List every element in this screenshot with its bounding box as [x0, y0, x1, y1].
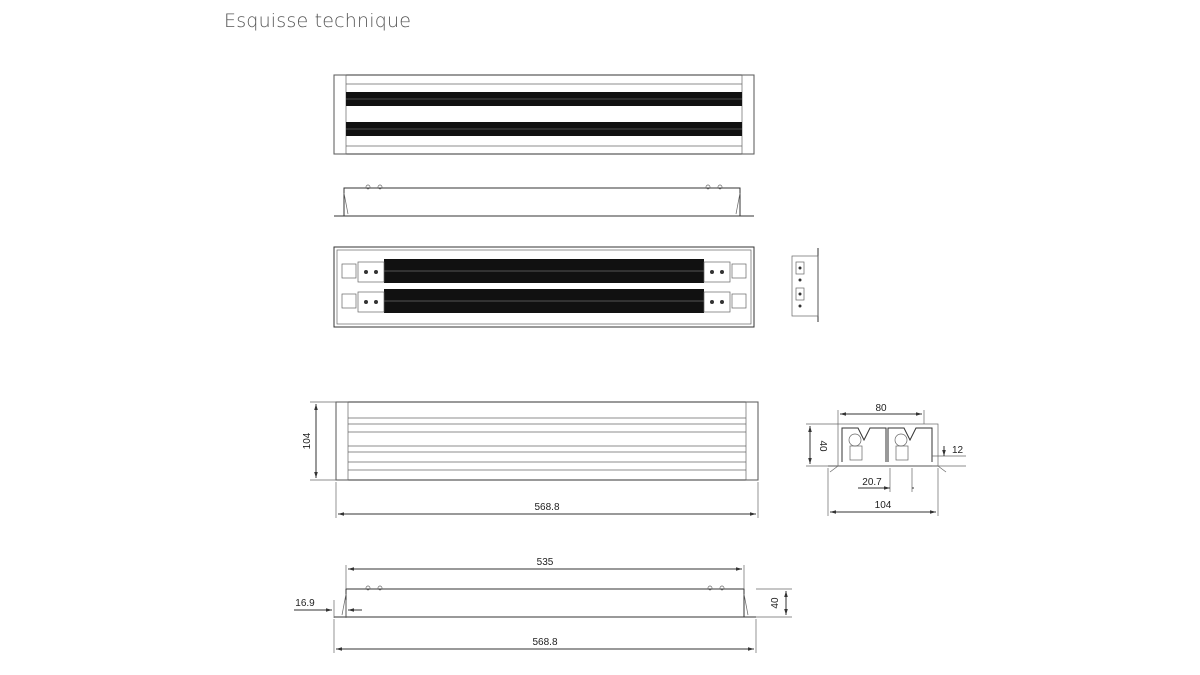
dimension-side-offset: 16.9: [294, 598, 362, 618]
dimension-side-length: 568.8: [333, 619, 757, 653]
dimension-label-80: 80: [875, 403, 887, 414]
dimension-label-568-side: 568.8: [532, 637, 557, 648]
dimension-label-104-section: 104: [875, 500, 892, 511]
dimension-section-height: 40: [806, 423, 838, 467]
bracket-left-lower: [357, 291, 385, 313]
dimension-side-height: 40: [756, 588, 792, 618]
dimension-section-flange: 12: [932, 445, 966, 467]
view-cross-section: [828, 423, 947, 473]
dimension-side-inner: 535: [345, 557, 745, 589]
dimension-label-20-7: 20.7: [862, 477, 882, 488]
dimension-section-slot: 20.7: [858, 468, 914, 492]
view-end: [791, 248, 819, 322]
view-side-profile: [334, 184, 754, 217]
dimension-front-length: 568.8: [335, 482, 759, 518]
view-underside: [333, 246, 755, 328]
dimension-section-total: 104: [827, 468, 939, 516]
view-side-dimensioned: [334, 585, 756, 618]
bracket-left-upper: [357, 261, 385, 283]
page-title: Esquisse technique: [224, 10, 412, 32]
view-front: [335, 401, 759, 481]
dimension-label-104-vertical: 104: [302, 432, 313, 449]
bracket-right-upper: [703, 261, 731, 283]
view-top-face: [333, 74, 755, 155]
dimension-label-12: 12: [952, 445, 964, 456]
dimension-front-height: 104: [302, 401, 336, 481]
dimension-label-568-front: 568.8: [534, 502, 559, 513]
dimension-label-40-section: 40: [817, 440, 828, 452]
bracket-right-lower: [703, 291, 731, 313]
dimension-label-535: 535: [537, 557, 554, 568]
dimension-section-width: 80: [837, 403, 925, 424]
dimension-label-40-side: 40: [770, 597, 781, 609]
dimension-label-16-9: 16.9: [295, 598, 315, 609]
